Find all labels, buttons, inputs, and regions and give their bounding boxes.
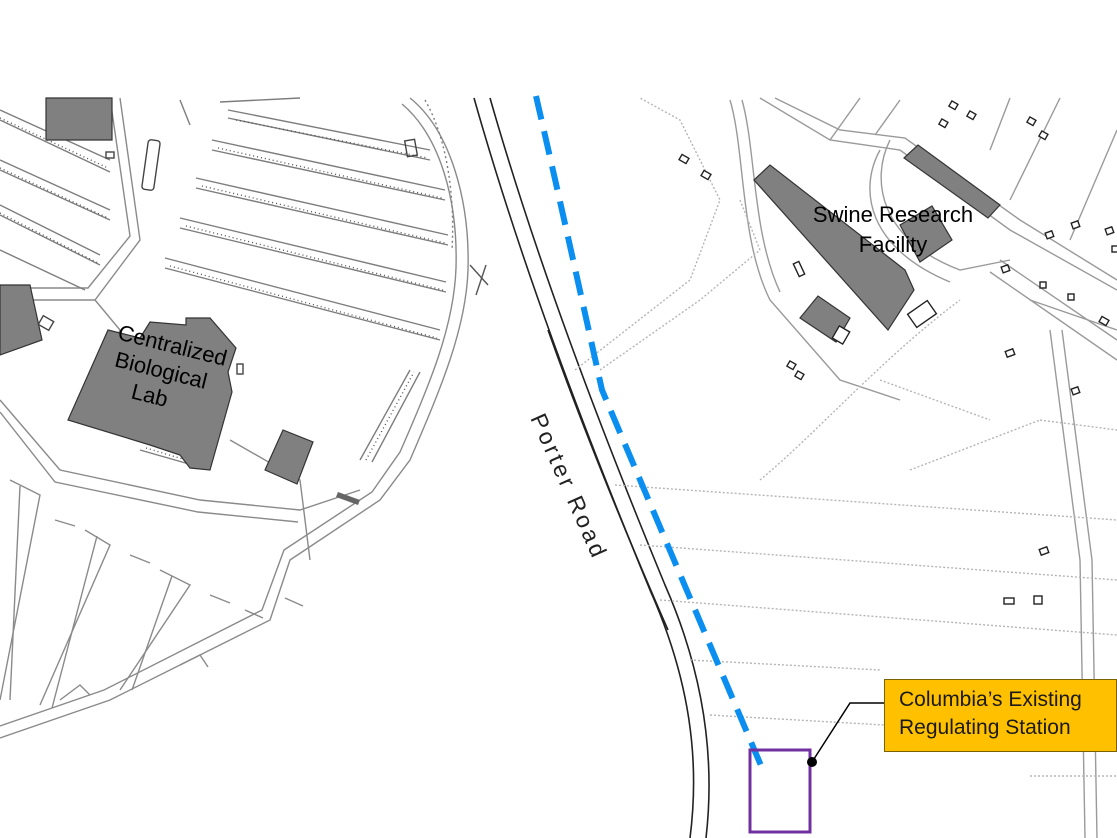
campus-misc-shapes bbox=[37, 138, 419, 375]
north-arrow-mark bbox=[469, 264, 489, 296]
swine-label-line-1: Swine Research bbox=[813, 202, 973, 227]
swine-building-mid bbox=[899, 205, 953, 263]
centralized-biological-lab-building bbox=[67, 317, 237, 471]
swine-research-facility-label: Swine Research Facility bbox=[813, 202, 973, 257]
building-west bbox=[0, 284, 43, 356]
regulating-station-callout: Columbia’s Existing Regulating Station bbox=[884, 679, 1117, 752]
porter-road bbox=[473, 97, 710, 838]
swine-barn-main bbox=[753, 164, 915, 331]
building-small bbox=[264, 429, 314, 485]
lower-parking-islands bbox=[0, 479, 304, 709]
parking-rows bbox=[0, 97, 454, 471]
porter-road-label: Porter Road bbox=[525, 409, 613, 563]
campus-buildings bbox=[0, 97, 360, 505]
swine-barn-east bbox=[903, 144, 1001, 219]
regulating-station-box[interactable] bbox=[748, 748, 812, 834]
building-north bbox=[45, 97, 113, 141]
callout-line-2: Regulating Station bbox=[899, 716, 1071, 739]
callout-leader-dot bbox=[807, 757, 817, 767]
campus-road-network bbox=[0, 97, 469, 739]
callout-leader-line bbox=[811, 702, 884, 763]
building-tiny bbox=[336, 492, 360, 505]
gas-pipeline-line bbox=[533, 95, 768, 777]
callout-line-1: Columbia’s Existing bbox=[899, 688, 1082, 711]
swine-label-line-2: Facility bbox=[859, 232, 927, 257]
field-boundaries bbox=[574, 97, 1117, 777]
farm-small-structures bbox=[678, 99, 1117, 605]
